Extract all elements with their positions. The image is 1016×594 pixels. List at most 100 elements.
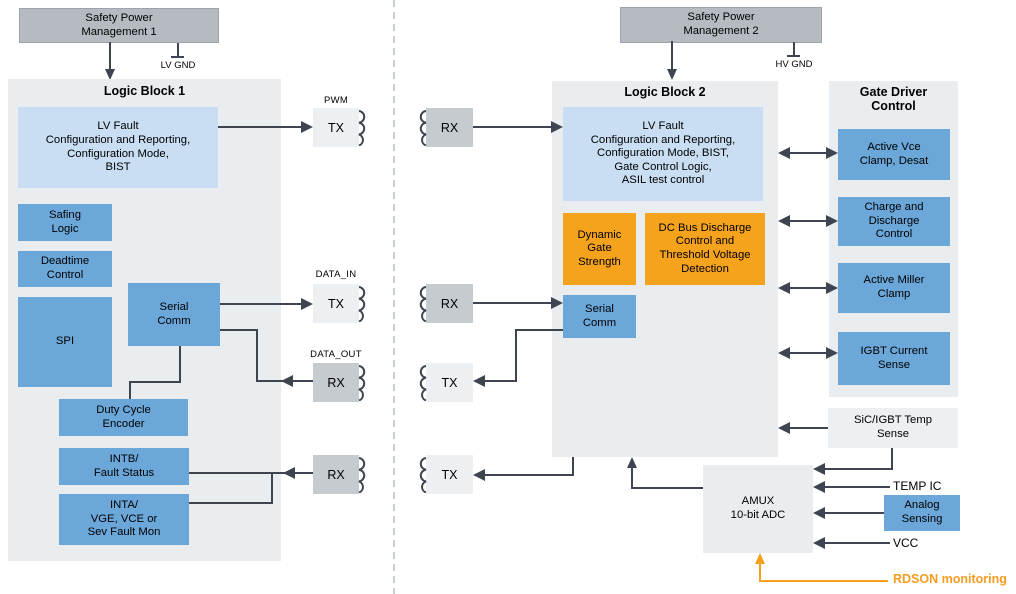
tx-port-pwm: TX xyxy=(313,108,359,147)
transformer-coil-icon xyxy=(419,286,427,322)
arrow-right-icon xyxy=(826,215,838,227)
rx-port-fault: RX xyxy=(313,455,359,494)
pwm-label: PWM xyxy=(323,95,349,106)
connector-line xyxy=(790,427,828,429)
intb-fault-status-box: INTB/ Fault Status xyxy=(59,448,189,485)
data-in-label: DATA_IN xyxy=(315,269,357,280)
connector-line xyxy=(825,542,890,544)
dynamic-gate-strength-box: Dynamic Gate Strength xyxy=(563,213,636,285)
connector-line xyxy=(179,346,181,383)
arrow-left-icon xyxy=(813,537,825,549)
spi-box: SPI xyxy=(18,297,112,387)
connector-line xyxy=(189,502,273,504)
connector-line xyxy=(790,352,826,354)
rx-port-data-out: RX xyxy=(313,363,359,402)
rx-port-mid: RX xyxy=(426,284,473,323)
connector-line xyxy=(891,448,893,470)
arrow-right-icon xyxy=(826,147,838,159)
logic-block-2-title: Logic Block 2 xyxy=(624,85,706,99)
rdson-monitoring-label: RDSON monitoring xyxy=(893,572,1007,586)
connector-line xyxy=(129,381,131,399)
connector-line xyxy=(189,472,313,474)
amux-adc-box: AMUX 10-bit ADC xyxy=(703,465,813,553)
arrow-left-icon xyxy=(778,147,790,159)
isolation-barrier-dashed-line xyxy=(393,0,395,594)
rx-port-top: RX xyxy=(426,108,473,147)
transformer-coil-icon xyxy=(419,457,427,493)
arrow-down-icon xyxy=(667,69,677,80)
connector-line xyxy=(825,512,884,514)
transformer-coil-icon xyxy=(419,365,427,401)
arrow-left-icon xyxy=(778,215,790,227)
arrow-left-icon xyxy=(778,282,790,294)
connector-line xyxy=(790,287,826,289)
connector-line xyxy=(473,126,551,128)
arrow-right-icon xyxy=(826,282,838,294)
active-miller-clamp-box: Active Miller Clamp xyxy=(838,263,950,313)
lv-gnd-label: LV GND xyxy=(160,60,196,71)
tx-port-mid: TX xyxy=(426,363,473,402)
deadtime-control-box: Deadtime Control xyxy=(18,251,112,287)
duty-cycle-encoder-box: Duty Cycle Encoder xyxy=(59,399,188,436)
connector-line xyxy=(485,474,574,476)
inta-vge-vce-box: INTA/ VGE, VCE or Sev Fault Mon xyxy=(59,494,189,545)
lv-fault-config-box-1: LV Fault Configuration and Reporting, Co… xyxy=(18,107,218,188)
hv-gnd-label: HV GND xyxy=(775,59,813,70)
arrow-left-icon xyxy=(473,375,485,387)
temp-ic-label: TEMP IC xyxy=(893,479,942,493)
connector-line xyxy=(825,468,893,470)
connector-line xyxy=(485,380,517,382)
connector-line xyxy=(572,457,574,476)
igbt-current-sense-box: IGBT Current Sense xyxy=(838,332,950,385)
transformer-coil-icon xyxy=(358,365,366,401)
connector-line xyxy=(671,41,673,69)
connector-line xyxy=(256,329,258,382)
connector-line xyxy=(220,303,301,305)
connector-line xyxy=(515,329,563,331)
arrow-up-icon xyxy=(627,457,637,468)
transformer-coil-icon xyxy=(358,110,366,146)
connector-line xyxy=(515,329,517,382)
ground-symbol-bar xyxy=(787,55,800,57)
rdson-line xyxy=(760,580,888,582)
tx-port-bottom: TX xyxy=(426,455,473,494)
connector-line xyxy=(218,126,301,128)
arrow-right-icon xyxy=(301,121,313,133)
charge-discharge-control-box: Charge and Discharge Control xyxy=(838,197,950,246)
ground-symbol xyxy=(177,43,179,56)
arrow-right-icon xyxy=(551,121,563,133)
transformer-coil-icon xyxy=(358,457,366,493)
dc-bus-discharge-box: DC Bus Discharge Control and Threshold V… xyxy=(645,213,765,285)
logic-block-1-title: Logic Block 1 xyxy=(103,84,186,98)
arrow-left-icon xyxy=(283,467,295,479)
arrow-left-icon xyxy=(778,347,790,359)
arrow-down-icon xyxy=(105,69,115,80)
arrow-right-icon xyxy=(301,298,313,310)
connector-line xyxy=(109,42,111,69)
serial-comm-box-1: Serial Comm xyxy=(128,283,220,346)
rdson-line xyxy=(759,563,761,582)
arrow-left-icon xyxy=(813,507,825,519)
connector-line xyxy=(631,467,633,489)
connector-line xyxy=(129,381,181,383)
ground-symbol xyxy=(793,42,795,55)
orange-arrow-up-icon xyxy=(755,553,765,564)
lv-fault-config-box-2: LV Fault Configuration and Reporting, Co… xyxy=(563,107,763,201)
safety-power-management-2-box: Safety Power Management 2 xyxy=(620,7,822,43)
arrow-right-icon xyxy=(826,347,838,359)
connector-line xyxy=(631,487,703,489)
transformer-coil-icon xyxy=(358,286,366,322)
arrow-left-icon xyxy=(813,481,825,493)
arrow-left-icon xyxy=(281,375,293,387)
arrow-left-icon xyxy=(813,463,825,475)
connector-line xyxy=(473,302,551,304)
arrow-left-icon xyxy=(778,422,790,434)
transformer-coil-icon xyxy=(419,110,427,146)
safing-logic-box: Safing Logic xyxy=(18,204,112,241)
connector-line xyxy=(220,329,258,331)
connector-line xyxy=(790,152,826,154)
active-vce-clamp-box: Active Vce Clamp, Desat xyxy=(838,129,950,180)
vcc-label: VCC xyxy=(893,536,919,550)
connector-line xyxy=(825,486,890,488)
